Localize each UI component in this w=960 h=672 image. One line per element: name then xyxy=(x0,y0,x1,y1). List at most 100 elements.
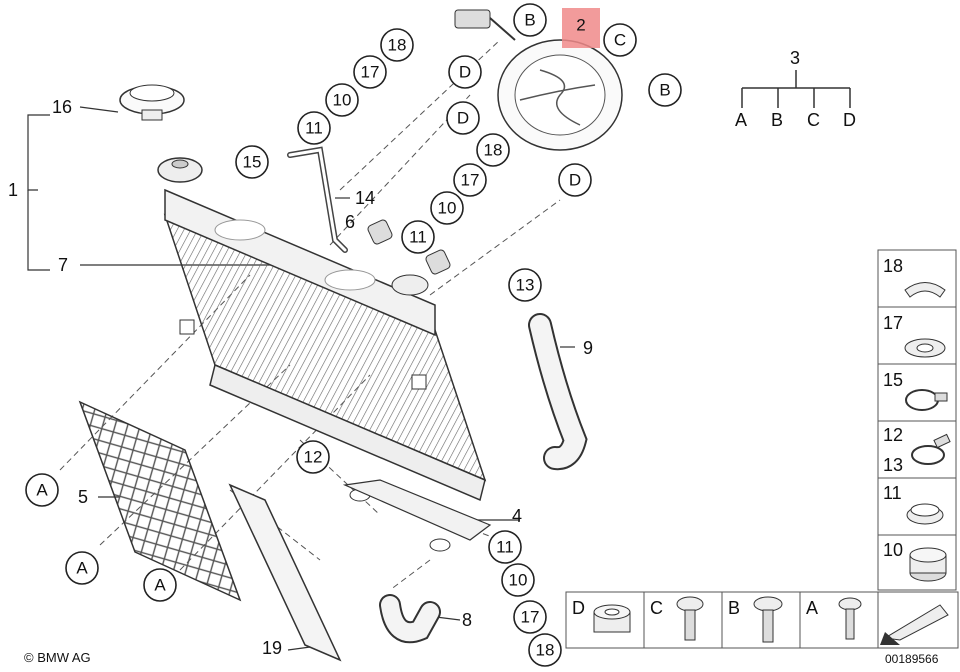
screw-label-d: D xyxy=(572,598,585,618)
callout-circle xyxy=(648,73,682,107)
spacer-icon xyxy=(593,604,631,633)
screw-c-icon xyxy=(676,596,704,641)
callout-number: C xyxy=(614,31,626,50)
callout-number: 10 xyxy=(509,571,528,590)
callout-circle xyxy=(501,563,535,597)
callout-circle xyxy=(380,28,414,62)
legend-3-d: D xyxy=(843,110,856,130)
callout-cC1[interactable]: C xyxy=(603,23,637,57)
panel-label-13: 13 xyxy=(883,455,903,475)
callout-number: 18 xyxy=(388,36,407,55)
callout-cA1[interactable]: A xyxy=(25,473,59,507)
callout-number: 17 xyxy=(461,171,480,190)
elbow-hose xyxy=(379,594,441,644)
callout-number: 17 xyxy=(361,63,380,82)
electric-fan xyxy=(454,9,623,151)
parts-panel: 18 17 15 12 13 11 10 xyxy=(877,249,957,591)
callout-c10a[interactable]: 10 xyxy=(325,83,359,117)
callout-circle xyxy=(25,473,59,507)
callout-number: 15 xyxy=(243,153,262,172)
callout-number: A xyxy=(36,481,48,500)
panel-label-10: 10 xyxy=(883,540,903,560)
clip-ring-icon xyxy=(904,282,946,298)
callout-circle xyxy=(513,3,547,37)
screw-row: D C B A xyxy=(565,591,959,649)
callout-cB1[interactable]: B xyxy=(513,3,547,37)
callout-c17c[interactable]: 17 xyxy=(513,600,547,634)
callout-c10b[interactable]: 10 xyxy=(430,191,464,225)
screw-label-b: B xyxy=(728,598,740,618)
rubber-mount-icon xyxy=(909,547,947,582)
washer-icon xyxy=(904,338,946,358)
callout-number: D xyxy=(569,171,581,190)
callout-c11c[interactable]: 11 xyxy=(488,530,522,564)
callout-c17a[interactable]: 17 xyxy=(353,55,387,89)
callout-circle xyxy=(488,530,522,564)
legend-3: 3 A B C D xyxy=(735,48,856,130)
callout-circle xyxy=(143,568,177,602)
callout-cA3[interactable]: A xyxy=(143,568,177,602)
callout-c18b[interactable]: 18 xyxy=(476,133,510,167)
callout-number: B xyxy=(524,11,535,30)
callout-circle xyxy=(401,220,435,254)
callout-c15[interactable]: 15 xyxy=(235,145,269,179)
label-7: 7 xyxy=(58,255,68,275)
callout-c11b[interactable]: 11 xyxy=(401,220,435,254)
callout-cD3[interactable]: D xyxy=(558,163,592,197)
callout-c17b[interactable]: 17 xyxy=(453,163,487,197)
callout-circle xyxy=(508,268,542,302)
panel-label-15: 15 xyxy=(883,370,903,390)
callout-c18c[interactable]: 18 xyxy=(528,633,562,667)
screw-label-c: C xyxy=(650,598,663,618)
arrow-icon xyxy=(880,604,949,645)
callout-number: 12 xyxy=(304,448,323,467)
callout-cD1[interactable]: D xyxy=(448,55,482,89)
callout-cA2[interactable]: A xyxy=(65,551,99,585)
label-5: 5 xyxy=(78,487,88,507)
callout-circle xyxy=(603,23,637,57)
callout-circle xyxy=(65,551,99,585)
label-14: 14 xyxy=(355,188,375,208)
panel-label-17: 17 xyxy=(883,313,903,333)
callout-number: A xyxy=(154,576,166,595)
label-16: 16 xyxy=(52,97,72,117)
callout-c12[interactable]: 12 xyxy=(296,440,330,474)
label-8: 8 xyxy=(462,610,472,630)
screw-b-icon xyxy=(753,596,783,643)
callout-number: 17 xyxy=(521,608,540,627)
radiator-grille xyxy=(78,400,242,602)
spring-clamp-icon xyxy=(911,433,951,465)
callout-c10c[interactable]: 10 xyxy=(501,563,535,597)
callout-circle xyxy=(297,111,331,145)
callout-cB2[interactable]: B xyxy=(648,73,682,107)
callout-circle xyxy=(325,83,359,117)
callout-c13[interactable]: 13 xyxy=(508,268,542,302)
callout-circle xyxy=(235,145,269,179)
panel-label-18: 18 xyxy=(883,256,903,276)
callout-circle xyxy=(476,133,510,167)
label-1: 1 xyxy=(8,180,18,200)
hose-clamp-icon xyxy=(905,389,948,411)
callout-c11a[interactable]: 11 xyxy=(297,111,331,145)
label-6: 6 xyxy=(345,212,355,232)
callout-c18a[interactable]: 18 xyxy=(380,28,414,62)
callout-cD2[interactable]: D xyxy=(446,101,480,135)
callout-number: 13 xyxy=(516,276,535,295)
callout-circle xyxy=(353,55,387,89)
legend-3-root: 3 xyxy=(790,48,800,68)
callout-circle xyxy=(453,163,487,197)
callout-number: A xyxy=(76,559,88,578)
callout-circle xyxy=(558,163,592,197)
callout-2[interactable]: 2 xyxy=(576,16,585,35)
legend-3-b: B xyxy=(771,110,783,130)
grommet-icon xyxy=(906,503,944,525)
filler-neck xyxy=(157,157,203,183)
temperature-switch xyxy=(367,219,451,275)
callout-number: 11 xyxy=(305,119,323,138)
screw-a-icon xyxy=(838,597,862,640)
callout-number: 10 xyxy=(438,199,457,218)
callout-number: B xyxy=(659,81,670,100)
callout-number: 11 xyxy=(409,228,427,247)
